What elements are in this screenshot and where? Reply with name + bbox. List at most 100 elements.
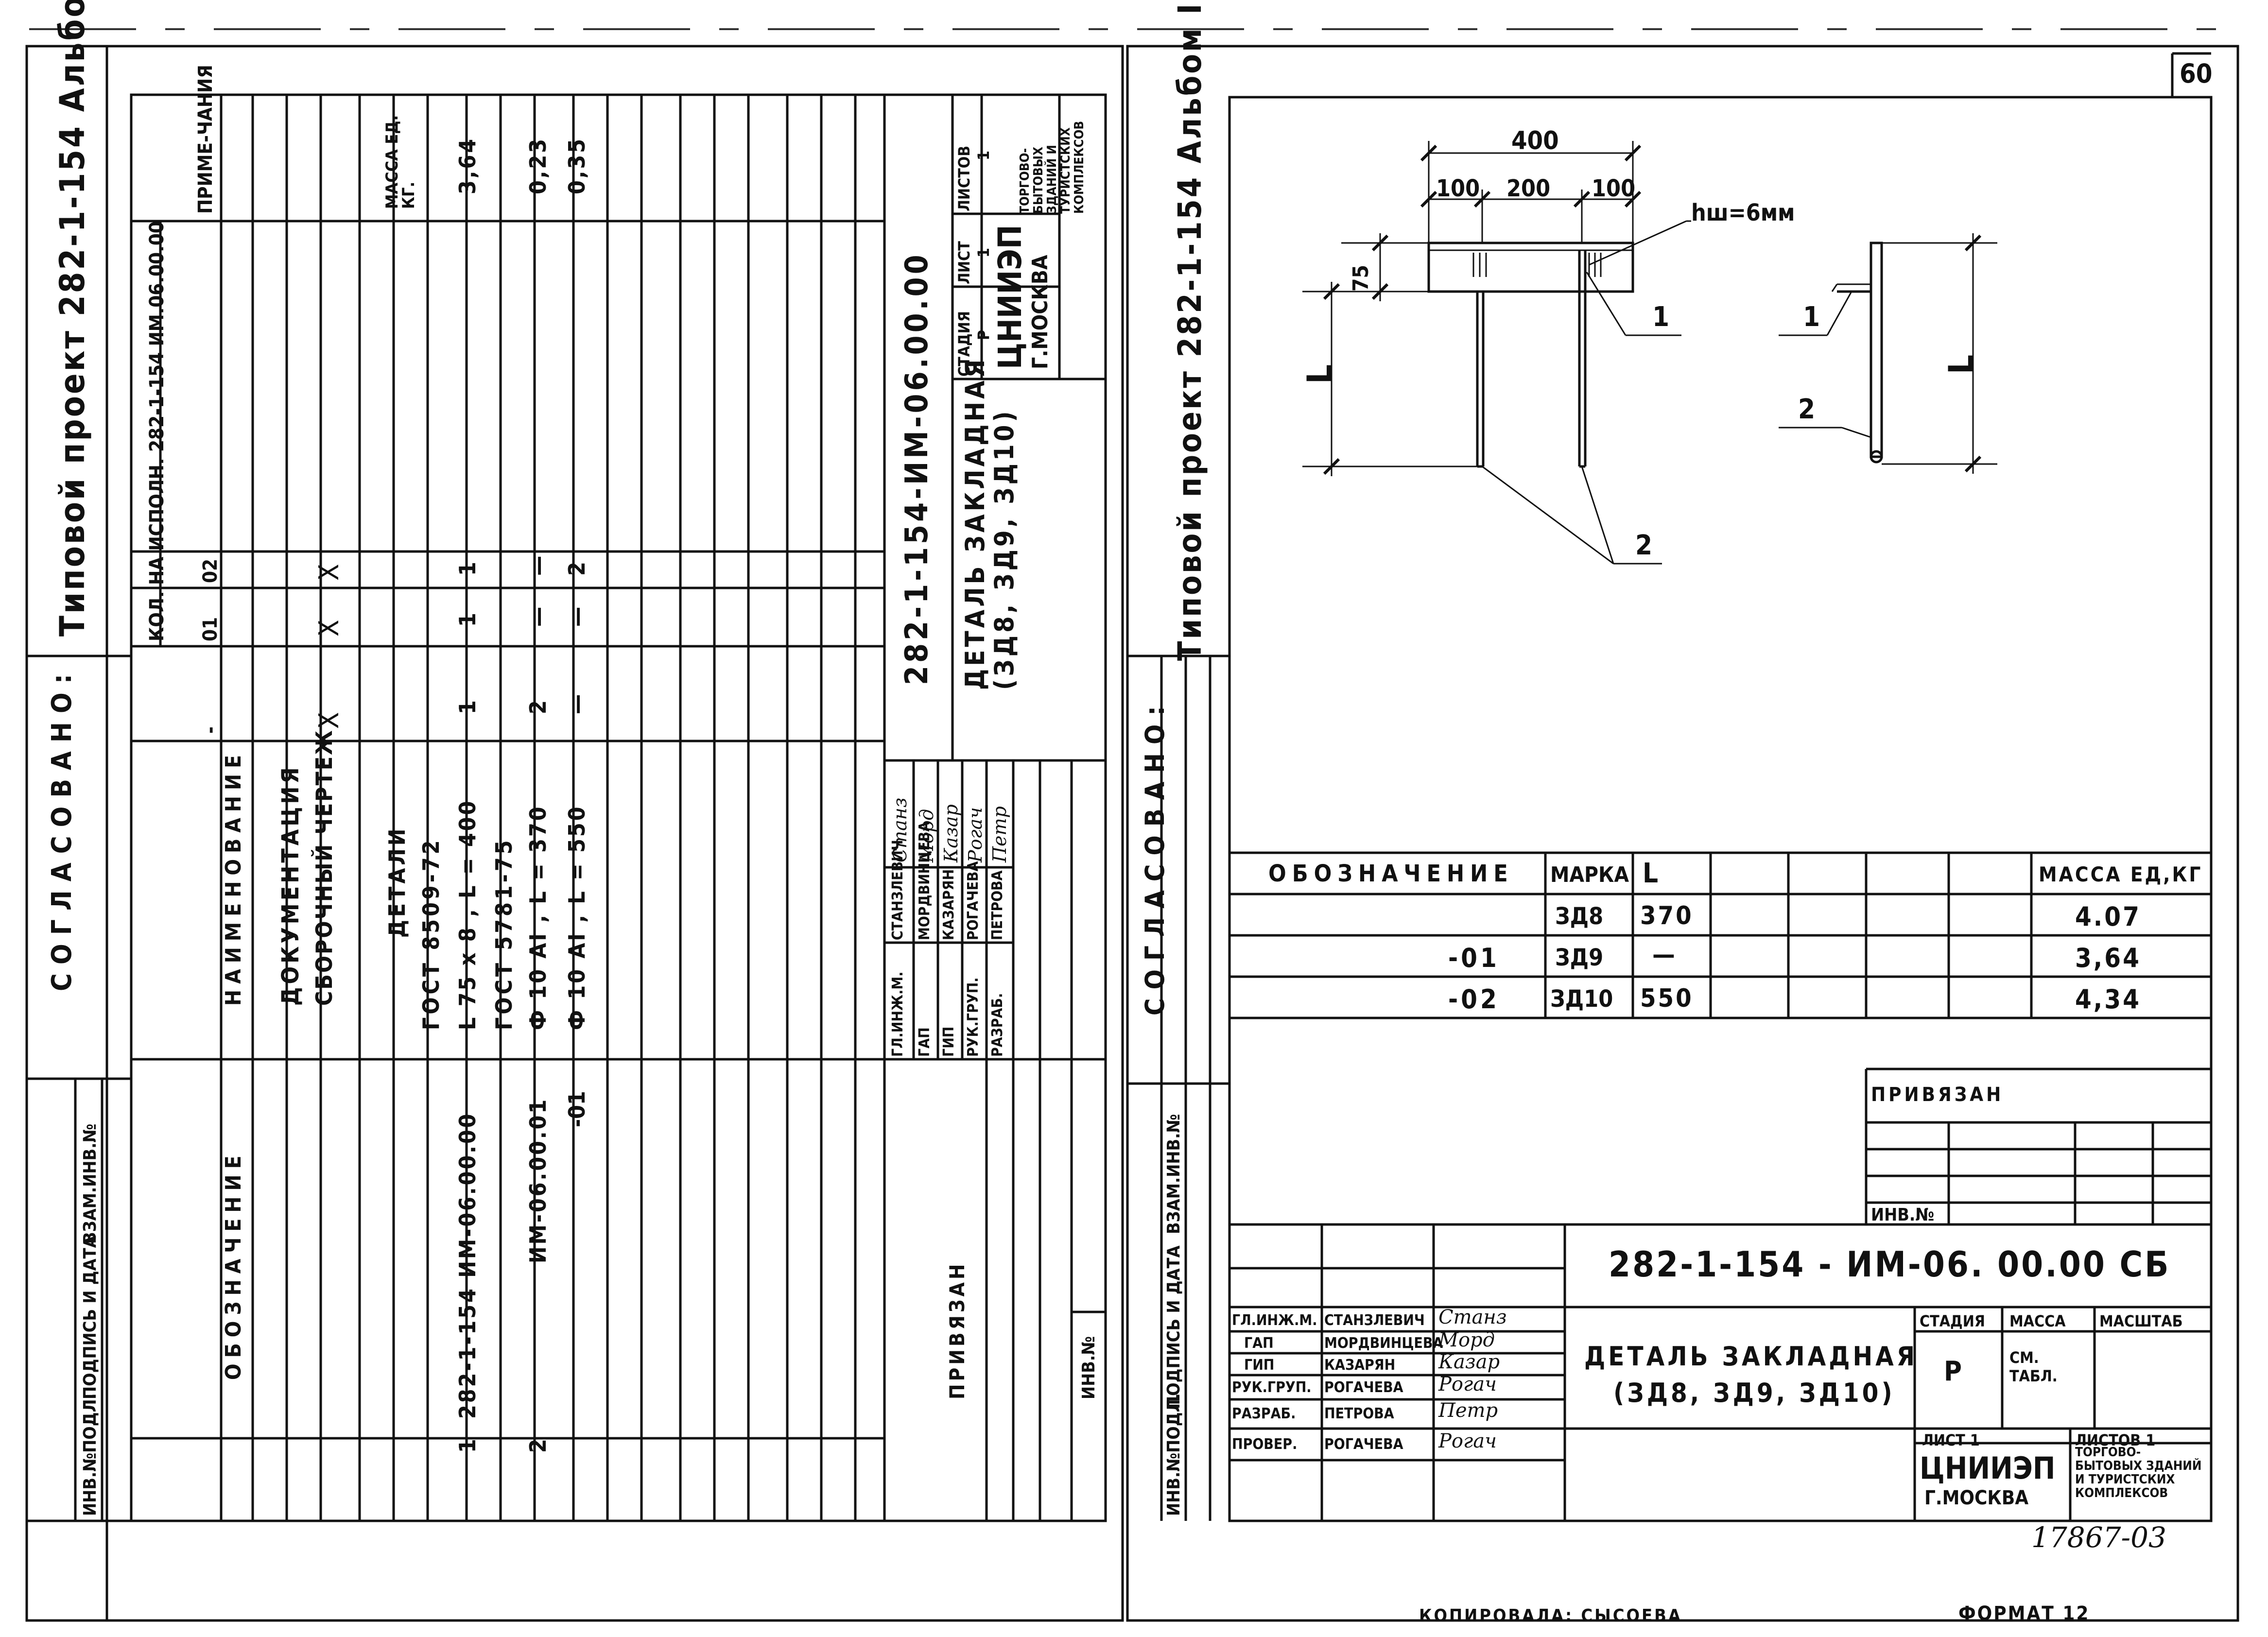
table-row-2-marka: ЗД10 — [1550, 985, 1613, 1013]
right-sheet-label: ЛИСТ 1 — [1922, 1431, 1980, 1449]
left-signer-3-sig: Рогач — [965, 807, 986, 862]
spec-row-7-pos: 2 — [525, 1439, 551, 1453]
left-signer-0-role: ГЛ.ИНЖ.М. — [889, 971, 906, 1057]
spec-header-primechaniya: ПРИМЕ-ЧАНИЯ — [194, 65, 217, 214]
right-side-label-inv: ИНВ.№ПОДЛ. — [1164, 1393, 1184, 1516]
spec-row-1-name: СБОРОЧНЫЙ ЧЕРТЕЖ — [311, 729, 337, 1006]
archive-number: 17867-03 — [2031, 1521, 2166, 1554]
left-side-label-inv: ИНВ.№ПОДЛ. — [80, 1393, 100, 1516]
right-signer-1-name: МОРДВИНЦЕВА — [1324, 1335, 1443, 1352]
dim-part-100-left: 100 — [1436, 175, 1480, 202]
right-signer-3-name: РОГАЧЕВА — [1324, 1379, 1403, 1396]
left-stage-header-0: СТАДИЯ — [955, 311, 973, 377]
left-signer-1-sig: Морд — [916, 809, 937, 862]
dim-L-right: L — [1941, 354, 1981, 374]
left-signer-4-role: РАЗРАБ. — [989, 993, 1006, 1057]
left-side-label-vzam: ВЗАМ.ИНВ.№ — [80, 1123, 100, 1244]
right-inv-no: ИНВ.№ — [1871, 1205, 1935, 1225]
left-signer-4-name: ПЕТРОВА — [989, 870, 1006, 940]
spec-row-1-q3: X — [313, 564, 345, 581]
right-city: Г.МОСКВА — [1924, 1487, 2029, 1509]
spec-row-5-oboz: 282-1-154 ИМ-06.00.00 — [454, 1112, 481, 1419]
left-signer-2-sig: Казар — [940, 804, 962, 862]
dim-part-100-right: 100 — [1592, 175, 1636, 202]
spec-row-8-q3: 2 — [564, 562, 590, 576]
left-stage-header-1: ЛИСТ — [955, 241, 973, 284]
left-signer-3-name: РОГАЧЕВА — [965, 861, 982, 940]
dim-part-200: 200 — [1506, 175, 1551, 202]
left-signer-3-role: РУК.ГРУП. — [965, 977, 982, 1057]
right-privyazan: ПРИВЯЗАН — [1871, 1084, 2004, 1106]
right-signer-2-role: ГИП — [1244, 1357, 1275, 1374]
spec-row-7-q3: — — [525, 555, 551, 576]
right-header-text: Типовой проект 282-1-154 Альбом III — [1171, 0, 1209, 661]
spec-row-1-q2: X — [313, 620, 345, 637]
right-signer-5-name: РОГАЧЕВА — [1324, 1436, 1403, 1453]
spec-header-kol: КОЛ. НА ИСПОЛН. 282-1-154 ИМ.06.00.00 — [146, 221, 168, 641]
right-side-label-sign: ПОДПИСЬ И ДАТА — [1164, 1245, 1184, 1409]
spec-row-3-note: МАССА ЕД. КГ. — [382, 115, 418, 209]
right-stage-value-0: Р — [1944, 1356, 1962, 1387]
spec-row-7-note: 0,23 — [525, 137, 551, 194]
left-city: Г.МОСКВА — [1028, 255, 1053, 369]
callout-2-side: 2 — [1798, 394, 1816, 425]
spec-row-8-note: 0,35 — [564, 137, 590, 194]
right-signer-2-name: КАЗАРЯН — [1324, 1357, 1396, 1374]
spec-row-6-name: ГОСТ 5781-75 — [491, 837, 517, 1031]
right-stage-header-0: СТАДИЯ — [1920, 1312, 1985, 1330]
left-stage-header-2: ЛИСТОВ — [955, 145, 973, 211]
left-signer-2-role: ГИП — [940, 1026, 957, 1057]
spec-row-8-q1: — — [564, 694, 590, 714]
left-inv-no: ИНВ.№ — [1079, 1336, 1099, 1399]
spec-row-8-q2: — — [564, 606, 590, 627]
table-row-1-marka: ЗД9 — [1555, 944, 1604, 971]
page-number: 60 — [2180, 58, 2213, 89]
left-org: ЦНИИЭП — [991, 224, 1029, 369]
right-signer-4-sig: Петр — [1438, 1399, 1498, 1422]
spec-header-ispoln-2: 02 — [199, 558, 222, 583]
right-signer-4-role: РАЗРАБ. — [1232, 1405, 1296, 1422]
left-privyazan: ПРИВЯЗАН — [945, 1261, 969, 1399]
right-stage-header-1: МАССА — [2009, 1312, 2066, 1330]
left-sheet-frame — [25, 45, 1124, 1622]
left-title-line2: (ЗД8, ЗД9, ЗД10) — [989, 408, 1020, 690]
callout-2-front: 2 — [1635, 530, 1653, 561]
table-row-0-L: 370 — [1640, 901, 1694, 931]
spec-header-ispoln-0: - — [199, 726, 222, 734]
right-signer-0-name: СТАНЗЛЕВИЧ — [1324, 1312, 1425, 1329]
right-agreed-label: СОГЛАСОВАНО: — [1140, 697, 1170, 1016]
table-row-0-mass: 4.07 — [2075, 901, 2141, 932]
right-title-line2: (ЗД8, ЗД9, ЗД10) — [1613, 1378, 1895, 1408]
spec-row-4-name: ГОСТ 8509-72 — [418, 837, 444, 1031]
right-side-label-vzam: ВЗАМ.ИНВ.№ — [1164, 1114, 1184, 1234]
left-signer-4-sig: Петр — [989, 806, 1010, 862]
spec-row-7-q2: — — [525, 606, 551, 627]
spec-row-8-name: Ф 10 AI , L = 550 — [564, 805, 590, 1030]
dim-L-left: L — [1300, 364, 1340, 384]
table-row-1-oboz: -01 — [1448, 943, 1500, 973]
weld-note: hш=6мм — [1691, 199, 1795, 226]
right-org: ЦНИИЭП — [1920, 1450, 2056, 1486]
right-stage-header-2: МАСШТАБ — [2099, 1312, 2183, 1330]
right-signer-5-role: ПРОВЕР. — [1232, 1436, 1298, 1453]
right-signer-3-sig: Рогач — [1438, 1373, 1497, 1396]
spec-row-5-pos: 1 — [454, 1439, 481, 1453]
right-signer-3-role: РУК.ГРУП. — [1232, 1379, 1312, 1396]
right-org-note: ТОРГОВО-БЫТОВЫХ ЗДАНИЙ И ТУРИСТСКИХ КОМП… — [2075, 1445, 2202, 1500]
spec-row-3-name: ДЕТАЛИ — [384, 826, 410, 938]
right-doc-code: 282-1-154 - ИМ-06. 00.00 СБ — [1609, 1244, 2171, 1285]
spec-header-naimenovanie: НАИМЕНОВАНИЕ — [221, 749, 246, 1006]
spec-row-5-q2: 1 — [454, 613, 481, 627]
callout-1-front: 1 — [1652, 301, 1670, 333]
right-signer-1-sig: Морд — [1438, 1329, 1495, 1351]
spec-row-7-oboz: ИМ-06.00.01 — [525, 1097, 551, 1263]
table-row-2-oboz: -02 — [1448, 984, 1500, 1015]
spec-row-5-q3: 1 — [454, 562, 481, 576]
right-signer-1-role: ГАП — [1244, 1335, 1274, 1352]
left-title-line1: ДЕТАЛЬ ЗАКЛАДНАЯ — [960, 356, 990, 690]
spec-row-5-note: 3,64 — [454, 137, 481, 194]
left-signer-0-sig: Станз — [889, 797, 911, 862]
spec-row-1-q1: X — [313, 712, 345, 729]
table-header-L: L — [1643, 858, 1659, 889]
